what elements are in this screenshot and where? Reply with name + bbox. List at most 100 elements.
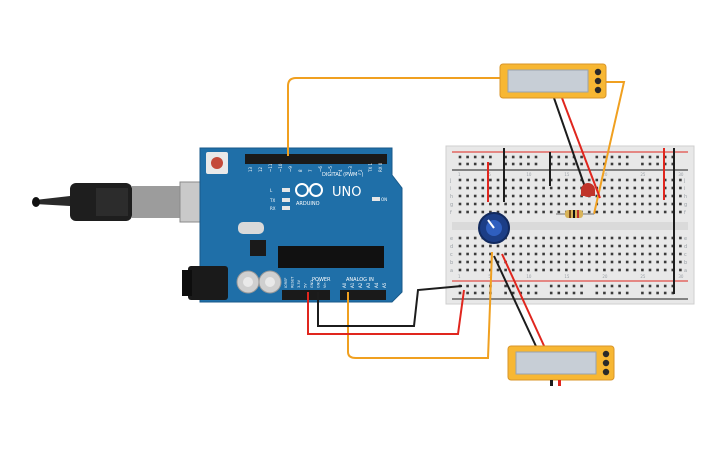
breadboard-hole[interactable] [625,252,629,256]
breadboard-hole[interactable] [557,291,561,295]
breadboard-hole[interactable] [610,291,614,295]
breadboard-hole[interactable] [610,236,614,240]
breadboard-hole[interactable] [625,236,629,240]
breadboard-hole[interactable] [481,284,485,288]
breadboard-hole[interactable] [481,202,485,206]
breadboard-hole[interactable] [610,244,614,248]
breadboard-hole[interactable] [625,178,629,182]
breadboard-hole[interactable] [473,260,477,264]
breadboard-hole[interactable] [603,252,606,256]
breadboard-hole[interactable] [633,194,637,198]
breadboard-hole[interactable] [618,244,621,248]
multimeter-top[interactable] [499,63,607,99]
breadboard-hole[interactable] [534,252,538,256]
breadboard-hole[interactable] [473,291,477,295]
breadboard-hole[interactable] [519,155,523,159]
breadboard-hole[interactable] [641,268,644,272]
breadboard-hole[interactable] [656,252,659,256]
breadboard-hole[interactable] [648,244,652,248]
breadboard-hole[interactable] [679,178,682,182]
breadboard-hole[interactable] [557,252,561,256]
breadboard-hole[interactable] [572,162,576,166]
breadboard-hole[interactable] [511,291,515,295]
arduino-uno-board[interactable]: UNO ARDUINO DIGITAL (PWM~) POWER ANALOG … [182,147,403,303]
breadboard-hole[interactable] [534,291,538,295]
breadboard-hole[interactable] [610,162,614,166]
breadboard-hole[interactable] [633,252,637,256]
breadboard-hole[interactable] [534,260,538,264]
breadboard-hole[interactable] [663,202,667,206]
breadboard-hole[interactable] [610,202,614,206]
breadboard-hole[interactable] [603,210,606,214]
breadboard-hole[interactable] [489,202,492,206]
breadboard-hole[interactable] [489,162,492,166]
breadboard-hole[interactable] [496,202,500,206]
breadboard-hole[interactable] [534,194,538,198]
breadboard-hole[interactable] [458,210,462,214]
breadboard-hole[interactable] [633,178,637,182]
breadboard-hole[interactable] [618,178,621,182]
breadboard-hole[interactable] [565,162,568,166]
breadboard-hole[interactable] [458,268,462,272]
breadboard-hole[interactable] [656,284,659,288]
breadboard-hole[interactable] [549,291,553,295]
breadboard-hole[interactable] [633,268,637,272]
breadboard-hole[interactable] [580,155,583,159]
breadboard-hole[interactable] [633,260,637,264]
breadboard-hole[interactable] [625,155,629,159]
breadboard-hole[interactable] [549,155,553,159]
breadboard-hole[interactable] [648,162,652,166]
breadboard-hole[interactable] [519,236,523,240]
breadboard-hole[interactable] [641,210,644,214]
breadboard-hole[interactable] [565,291,568,295]
breadboard-hole[interactable] [595,162,599,166]
breadboard-hole[interactable] [603,178,606,182]
breadboard-hole[interactable] [504,244,507,248]
breadboard-hole[interactable] [610,252,614,256]
power-header[interactable] [282,290,330,300]
breadboard-hole[interactable] [557,194,561,198]
breadboard-hole[interactable] [587,210,591,214]
breadboard-hole[interactable] [641,236,644,240]
breadboard-hole[interactable] [466,178,469,182]
breadboard-hole[interactable] [648,186,652,190]
breadboard-hole[interactable] [565,260,568,264]
analog-header[interactable] [340,290,386,300]
breadboard-hole[interactable] [458,252,462,256]
breadboard-hole[interactable] [557,178,561,182]
wire-orange-multimeter-to-resistor[interactable] [593,81,626,215]
breadboard-hole[interactable] [648,236,652,240]
breadboard-hole[interactable] [542,268,545,272]
breadboard-hole[interactable] [519,260,523,264]
breadboard-hole[interactable] [557,268,561,272]
breadboard-hole[interactable] [572,194,576,198]
breadboard-hole[interactable] [549,186,553,190]
breadboard-hole[interactable] [648,252,652,256]
breadboard-hole[interactable] [473,155,477,159]
breadboard-hole[interactable] [527,268,530,272]
breadboard-hole[interactable] [473,236,477,240]
breadboard-hole[interactable] [595,244,599,248]
wire-red-5v-to-rail[interactable] [307,289,465,335]
wire-orange-d12-to-multimeter[interactable] [287,77,504,156]
breadboard-hole[interactable] [603,202,606,206]
breadboard-hole[interactable] [481,155,485,159]
breadboard-hole[interactable] [641,155,644,159]
breadboard-hole[interactable] [511,236,515,240]
breadboard-hole[interactable] [580,236,583,240]
breadboard-hole[interactable] [511,244,515,248]
breadboard-hole[interactable] [671,178,675,182]
breadboard-hole[interactable] [633,210,637,214]
breadboard-hole[interactable] [466,186,469,190]
breadboard-hole[interactable] [527,244,530,248]
breadboard-hole[interactable] [549,284,553,288]
breadboard-hole[interactable] [565,284,568,288]
breadboard-hole[interactable] [625,244,629,248]
breadboard-hole[interactable] [527,284,530,288]
breadboard-hole[interactable] [466,162,469,166]
breadboard-hole[interactable] [610,155,614,159]
breadboard-hole[interactable] [572,186,576,190]
breadboard-hole[interactable] [458,194,462,198]
breadboard-hole[interactable] [580,244,583,248]
breadboard-hole[interactable] [580,291,583,295]
